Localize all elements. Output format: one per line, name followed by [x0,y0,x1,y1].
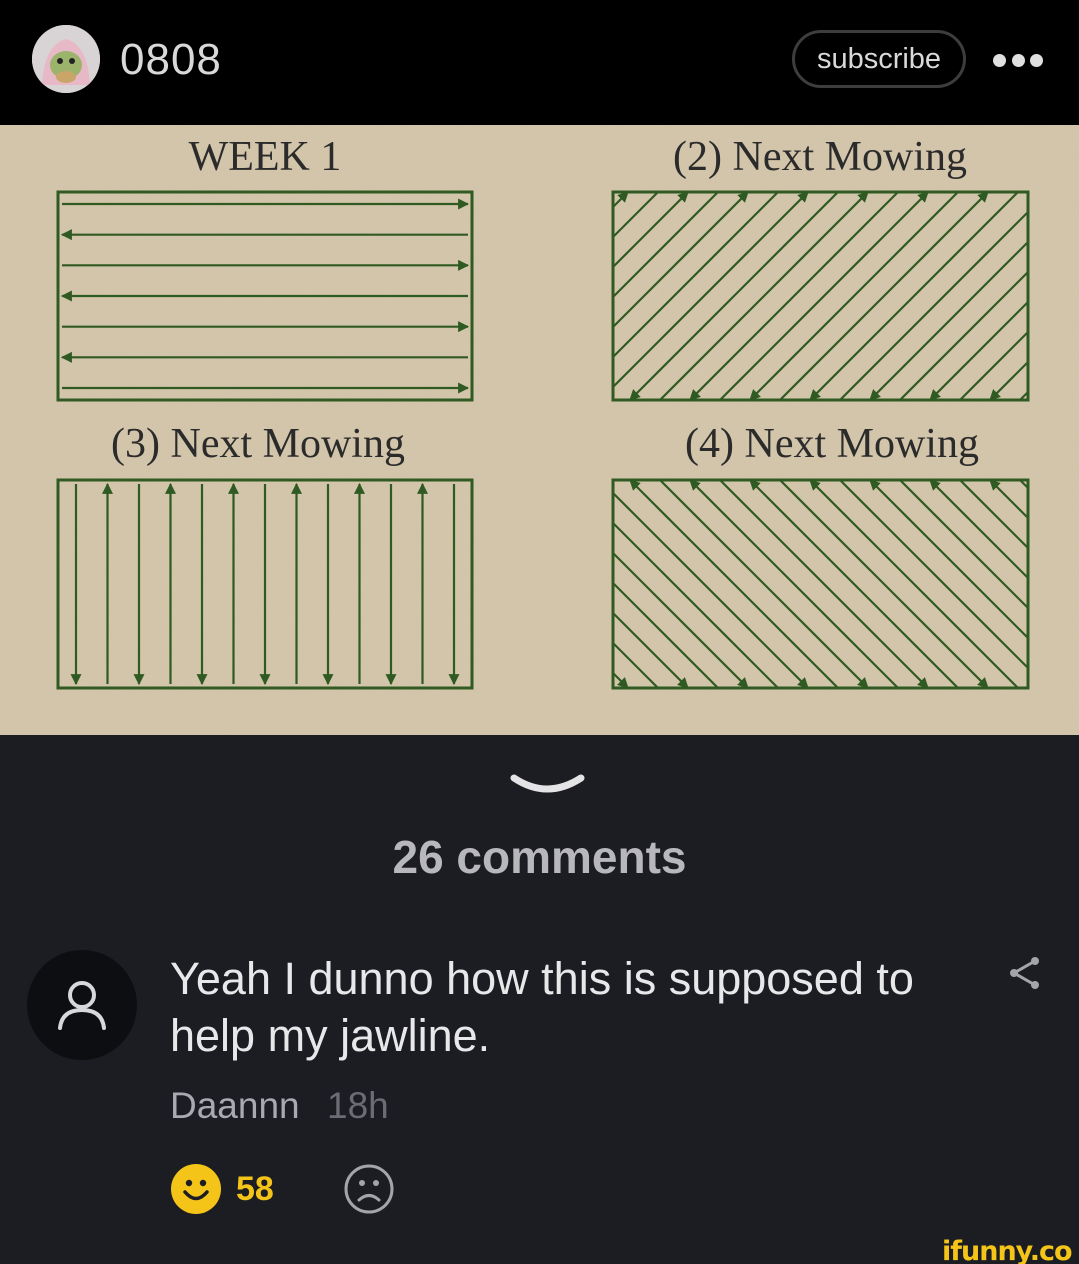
like-count: 58 [236,1170,274,1208]
collapse-chevron-icon[interactable] [510,770,585,800]
ifunny-watermark: ifunny.co [942,1236,1073,1264]
frown-icon[interactable] [343,1163,395,1215]
user-avatar[interactable] [32,25,100,93]
subscribe-button[interactable]: subscribe [792,30,966,88]
mow-pattern-horizontal [56,190,474,402]
panel-title-3: (3) Next Mowing [111,421,405,467]
mow-pattern-vertical [56,478,474,690]
smile-icon[interactable] [170,1163,222,1215]
post-image: WEEK 1 (2) Next Mowing (3) Next Mowing (4) … [0,125,1079,735]
comment-text: Yeah I dunno how this is supposed to hel… [170,953,914,1061]
post-header: 0808 subscribe [0,0,1079,125]
mow-pattern-diagonal-up [611,190,1030,402]
panel-title-4: (4) Next Mowing [685,421,979,467]
comment-time: 18h [327,1085,389,1126]
panel-title-2: (2) Next Mowing [673,134,967,180]
more-options-icon[interactable] [993,50,1043,70]
user-placeholder-icon [58,981,106,1030]
mowing-diagram: WEEK 1 (2) Next Mowing (3) Next Mowing (4) … [0,125,1079,735]
commenter-avatar[interactable] [27,950,137,1060]
username[interactable]: 0808 [120,35,222,84]
panel-title-1: WEEK 1 [189,134,342,180]
share-icon[interactable] [1008,955,1042,991]
comments-count: 26 comments [392,831,687,883]
mow-pattern-diagonal-down [611,478,1030,690]
comment-author[interactable]: Daannn [170,1085,300,1126]
